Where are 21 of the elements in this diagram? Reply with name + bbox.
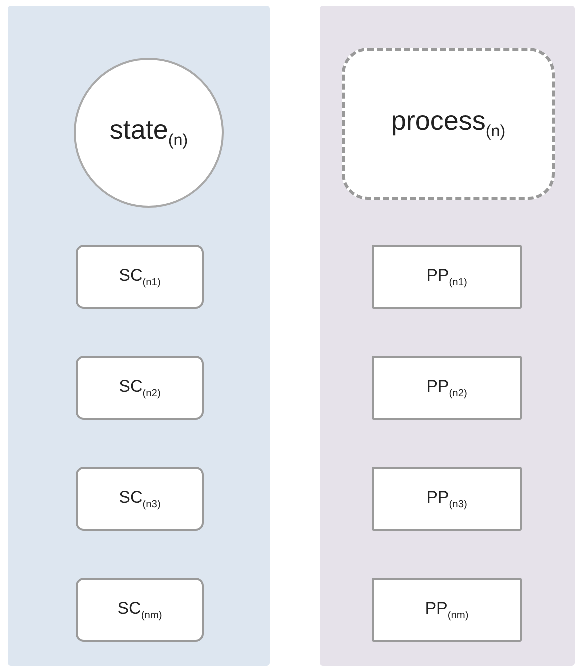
node-label: PP$_{(n2)}$ bbox=[426, 376, 468, 400]
node-label: state$_{(n)}$ bbox=[110, 115, 188, 151]
column-panel bbox=[320, 6, 575, 666]
process-box bbox=[372, 467, 522, 531]
node-label: process$_{(n)}$ bbox=[391, 106, 506, 142]
process-box bbox=[76, 356, 204, 420]
process-box bbox=[76, 467, 204, 531]
column-panel bbox=[8, 6, 270, 666]
node-label: SC$_{(nm)}$ bbox=[118, 598, 162, 622]
node-label: SC$_{(n3)}$ bbox=[119, 488, 161, 510]
process-box bbox=[372, 356, 522, 420]
node-label: SC$_{(n2)}$ bbox=[119, 376, 161, 400]
process-box bbox=[372, 578, 522, 642]
process-box bbox=[76, 245, 204, 309]
node-label: PP$_{(nm)}$ bbox=[425, 598, 469, 622]
process-box bbox=[76, 578, 204, 642]
node-label: PP$_{(n3)}$ bbox=[426, 488, 468, 510]
dashed-box bbox=[342, 48, 555, 200]
process-box bbox=[372, 245, 522, 309]
node-label: SC$_{(n1)}$ bbox=[119, 266, 161, 288]
node-label: PP$_{(n1)}$ bbox=[426, 266, 468, 288]
